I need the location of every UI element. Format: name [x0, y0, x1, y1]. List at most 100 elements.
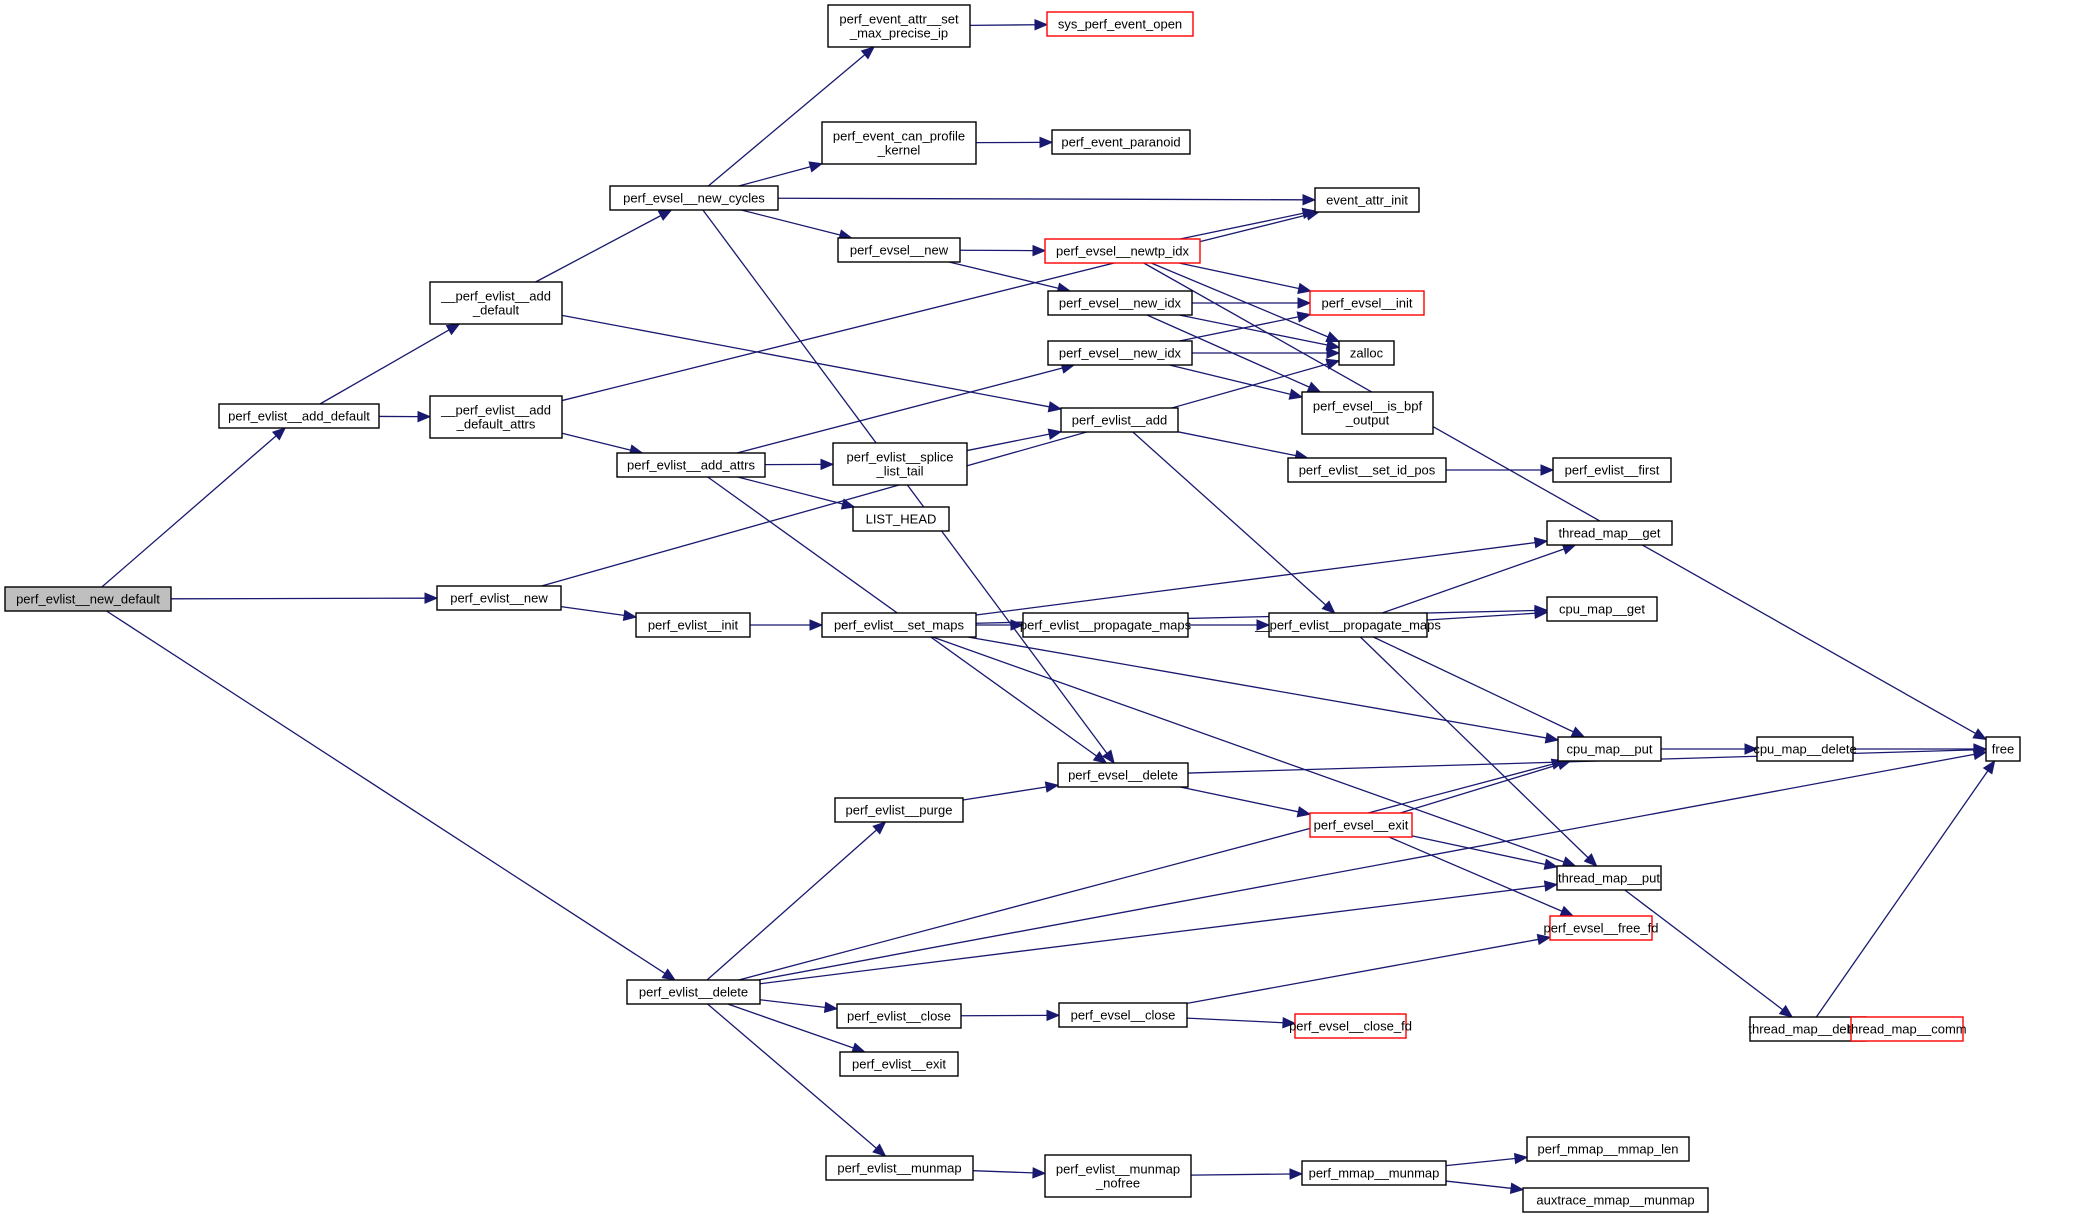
node-box[interactable]: [1294, 1013, 1407, 1039]
function-node[interactable]: perf_evlist__new: [436, 585, 562, 611]
node-box[interactable]: [1546, 596, 1658, 622]
node-box[interactable]: [1546, 520, 1673, 546]
function-node[interactable]: perf_mmap__mmap_len: [1526, 1136, 1690, 1162]
node-box[interactable]: [1057, 762, 1189, 788]
function-node[interactable]: perf_evsel__new_idx: [1047, 340, 1193, 366]
function-node[interactable]: perf_evlist__splice_list_tail: [832, 442, 968, 486]
function-node[interactable]: __perf_evlist__propagate_maps: [1254, 612, 1441, 638]
function-node[interactable]: perf_evlist__propagate_maps: [1020, 612, 1192, 638]
node-box[interactable]: [1044, 1154, 1192, 1198]
function-node[interactable]: perf_evlist__delete: [626, 979, 761, 1005]
node-box[interactable]: [609, 185, 779, 211]
node-box[interactable]: [1557, 736, 1662, 762]
node-box[interactable]: [836, 1003, 962, 1029]
function-node[interactable]: perf_evsel__close: [1058, 1002, 1188, 1028]
node-box[interactable]: [1338, 340, 1395, 366]
function-node[interactable]: perf_evsel__is_bpf_output: [1301, 391, 1434, 435]
function-node[interactable]: perf_evsel__new_cycles: [609, 185, 779, 211]
node-box[interactable]: [1526, 1136, 1690, 1162]
function-node[interactable]: perf_evsel__init: [1309, 290, 1425, 316]
node-box[interactable]: [1060, 407, 1179, 433]
node-box[interactable]: [1301, 391, 1434, 435]
function-node[interactable]: perf_mmap__munmap: [1301, 1160, 1447, 1186]
node-box[interactable]: [1756, 736, 1854, 762]
function-node[interactable]: perf_evsel__new: [837, 237, 961, 263]
function-node[interactable]: perf_evsel__close_fd: [1289, 1013, 1412, 1039]
function-node[interactable]: cpu_map__delete: [1753, 736, 1857, 762]
function-node[interactable]: perf_evsel__delete: [1057, 762, 1189, 788]
function-node[interactable]: perf_evsel__free_fd: [1544, 915, 1659, 941]
node-box[interactable]: [1552, 457, 1672, 483]
function-node[interactable]: free: [1985, 736, 2021, 762]
function-node[interactable]: perf_evlist__close: [836, 1003, 962, 1029]
function-node[interactable]: zalloc: [1338, 340, 1395, 366]
function-node[interactable]: thread_map__delete: [1748, 1016, 1868, 1042]
node-box[interactable]: [616, 452, 766, 478]
node-box[interactable]: [1046, 11, 1194, 37]
function-node[interactable]: __perf_evlist__add_default: [429, 281, 563, 325]
node-box[interactable]: [834, 797, 964, 823]
function-node[interactable]: perf_event_attr__set_max_precise_ip: [827, 4, 971, 48]
node-box[interactable]: [852, 506, 950, 532]
node-box[interactable]: [1309, 290, 1425, 316]
function-node[interactable]: perf_evlist__purge: [834, 797, 964, 823]
node-box[interactable]: [821, 121, 977, 165]
function-node[interactable]: perf_event_paranoid: [1051, 129, 1191, 155]
node-box[interactable]: [1985, 736, 2021, 762]
function-node[interactable]: thread_map__put: [1556, 865, 1662, 891]
node-box[interactable]: [832, 442, 968, 486]
node-box[interactable]: [1549, 915, 1653, 941]
node-box[interactable]: [821, 612, 977, 638]
function-node[interactable]: cpu_map__get: [1546, 596, 1658, 622]
node-box[interactable]: [626, 979, 761, 1005]
node-box[interactable]: [429, 395, 563, 439]
function-node[interactable]: thread_map__get: [1546, 520, 1673, 546]
node-box[interactable]: [1022, 612, 1189, 638]
node-box[interactable]: [1556, 865, 1662, 891]
node-box[interactable]: [1301, 1160, 1447, 1186]
node-box[interactable]: [218, 403, 380, 429]
node-box[interactable]: [1268, 612, 1428, 638]
node-box[interactable]: [1051, 129, 1191, 155]
function-node[interactable]: cpu_map__put: [1557, 736, 1662, 762]
function-node[interactable]: perf_evlist__new_default: [4, 586, 172, 612]
function-node[interactable]: auxtrace_mmap__munmap: [1522, 1187, 1709, 1213]
node-box[interactable]: [429, 281, 563, 325]
function-node[interactable]: perf_evsel__exit: [1309, 812, 1413, 838]
function-node[interactable]: perf_evlist__set_maps: [821, 612, 977, 638]
function-node[interactable]: perf_evlist__add_default: [218, 403, 380, 429]
node-box[interactable]: [1287, 457, 1447, 483]
function-node[interactable]: perf_evlist__add: [1060, 407, 1179, 433]
node-box[interactable]: [635, 612, 751, 638]
function-node[interactable]: thread_map__comm: [1847, 1016, 1967, 1042]
function-node[interactable]: perf_evlist__first: [1552, 457, 1672, 483]
node-box[interactable]: [1047, 290, 1193, 316]
function-node[interactable]: perf_evsel__new_idx: [1047, 290, 1193, 316]
node-box[interactable]: [4, 586, 172, 612]
node-box[interactable]: [1522, 1187, 1709, 1213]
function-node[interactable]: perf_evlist__munmap_nofree: [1044, 1154, 1192, 1198]
node-box[interactable]: [827, 4, 971, 48]
node-box[interactable]: [1850, 1016, 1964, 1042]
function-node[interactable]: perf_evlist__exit: [839, 1051, 959, 1077]
function-node[interactable]: __perf_evlist__add_default_attrs: [429, 395, 563, 439]
function-node[interactable]: sys_perf_event_open: [1046, 11, 1194, 37]
node-box[interactable]: [839, 1051, 959, 1077]
node-box[interactable]: [1749, 1016, 1867, 1042]
function-node[interactable]: perf_evlist__munmap: [825, 1155, 974, 1181]
function-node[interactable]: perf_event_can_profile_kernel: [821, 121, 977, 165]
function-node[interactable]: event_attr_init: [1314, 187, 1420, 213]
node-box[interactable]: [1314, 187, 1420, 213]
function-node[interactable]: perf_evsel__newtp_idx: [1044, 238, 1201, 264]
function-node[interactable]: perf_evlist__init: [635, 612, 751, 638]
function-node[interactable]: perf_evlist__set_id_pos: [1287, 457, 1447, 483]
node-box[interactable]: [825, 1155, 974, 1181]
node-box[interactable]: [1047, 340, 1193, 366]
function-node[interactable]: LIST_HEAD: [852, 506, 950, 532]
node-box[interactable]: [1044, 238, 1201, 264]
node-box[interactable]: [1309, 812, 1413, 838]
node-box[interactable]: [1058, 1002, 1188, 1028]
node-box[interactable]: [837, 237, 961, 263]
function-node[interactable]: perf_evlist__add_attrs: [616, 452, 766, 478]
node-box[interactable]: [436, 585, 562, 611]
